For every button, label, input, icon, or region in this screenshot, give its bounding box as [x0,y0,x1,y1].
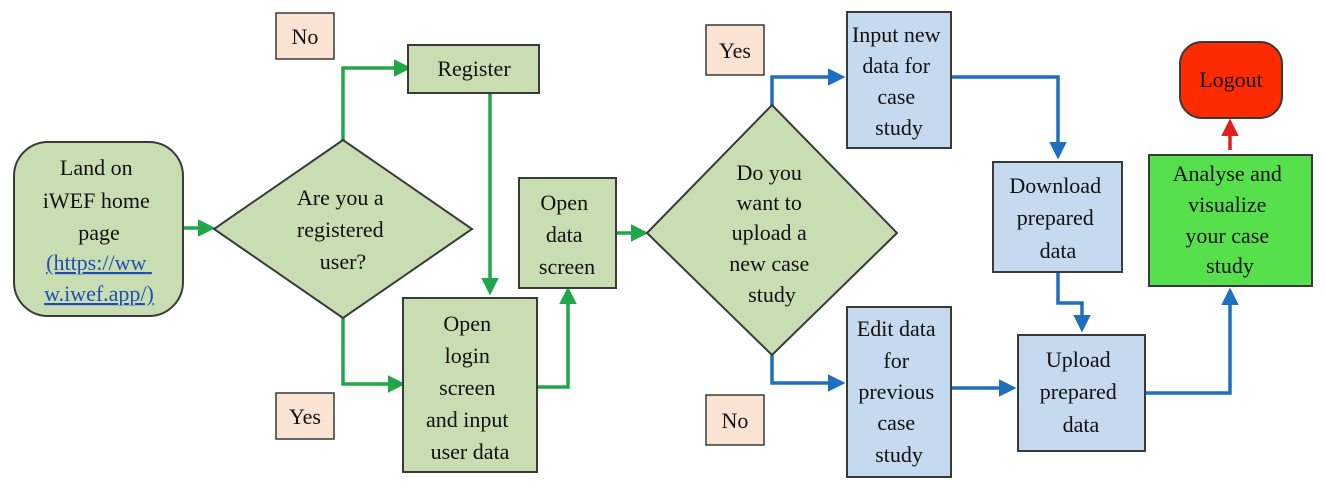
label-yes-registered: Yes [275,392,335,440]
svg-text:No: No [722,408,749,433]
home-page-link[interactable]: (https://ww w.iwef.app/) [44,250,154,306]
arrow-upload-to-analyse [1145,287,1239,395]
svg-text:Yes: Yes [719,38,751,63]
label-yes-upload: Yes [705,24,765,76]
node-open-login-screen: Open login screen and input user data [402,297,538,473]
label-no-registered: No [275,12,335,60]
node-input-new-data: Input new data for case study [846,11,952,149]
svg-text:Yes: Yes [289,404,321,429]
node-land-on-home-page: Land on iWEF home page (https://ww w.iwe… [13,141,184,317]
svg-text:Do you want to upl: Do you want to upload a new case study [729,160,815,307]
land-text: Land on iWEF home page [43,155,155,245]
arrow-download-to-upload [1056,272,1091,333]
svg-text:Download prepared: Download prepared data [1009,173,1106,263]
node-download-prepared-data: Download prepared data [992,161,1123,273]
arrow-input-new-to-download [951,75,1067,160]
arrow-question-to-register [341,59,412,140]
svg-text:Upload prepared da: Upload prepared data [1040,347,1122,437]
node-upload-prepared-data: Upload prepared data [1017,334,1146,452]
svg-text:Register: Register [437,56,511,81]
arrow-question-to-input-new [770,68,846,105]
svg-text:Analyse and visualize: Analyse and visualize your case study [1173,161,1288,278]
arrow-question-to-edit-data [770,355,846,392]
svg-text:Open data screen: Open data screen [539,190,595,279]
node-register: Register [407,44,540,94]
arrow-login-to-open-data [537,286,577,389]
node-logout[interactable]: Logout [1179,41,1283,119]
node-edit-data: Edit data for previous case study [846,306,952,478]
arrow-question-to-login [341,318,406,393]
node-analyse-and-visualize: Analyse and visualize your case study [1148,154,1313,287]
svg-text:Open login screen: Open login screen and input user data [426,311,514,464]
svg-text:Logout: Logout [1199,67,1263,92]
svg-text:Edit data for prev: Edit data for previous case study [857,316,941,467]
decision-registered-user: Are you a registered user? [212,138,474,320]
svg-text:Are you a registered: Are you a registered user? [297,185,389,274]
svg-text:Input new data for: Input new data for case study [852,22,946,140]
label-no-upload: No [705,394,765,446]
svg-text:No: No [292,24,319,49]
decision-upload-new-case-study: Do you want to upload a new case study [645,103,899,357]
node-open-data-screen: Open data screen [518,177,617,289]
